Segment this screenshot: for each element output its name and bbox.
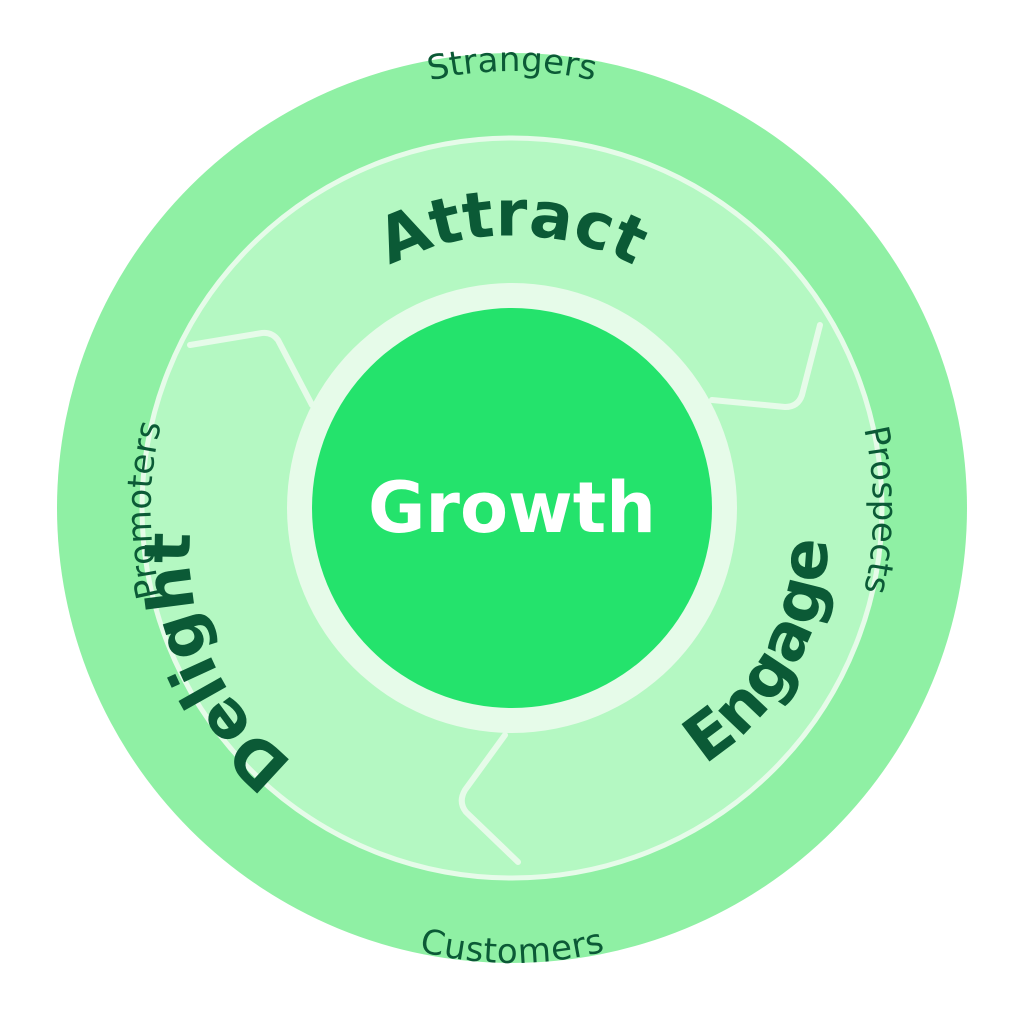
center-circle	[312, 308, 712, 708]
center-label: Growth	[368, 467, 656, 549]
divider-engage-delight	[458, 732, 521, 865]
divider-delight-attract	[187, 329, 315, 408]
segment-dividers	[187, 322, 823, 865]
divider-attract-engage	[709, 322, 823, 410]
